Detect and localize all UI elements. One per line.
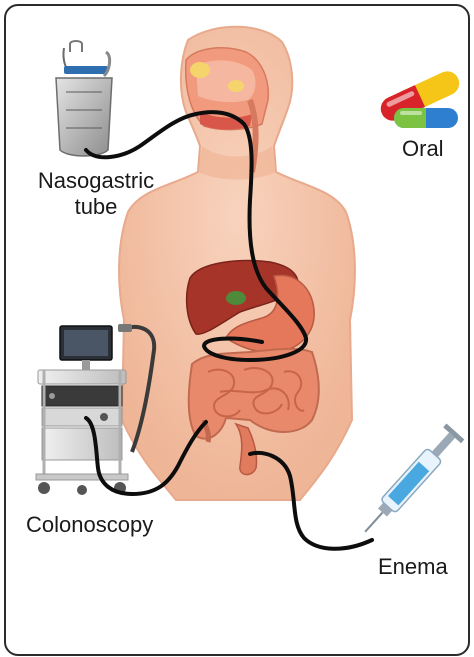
gallbladder <box>226 291 246 305</box>
oral-label: Oral <box>402 136 444 162</box>
nasogastric-bag <box>56 41 112 156</box>
nasogastric-tube-label: Nasogastric tube <box>26 168 166 220</box>
nasogastric-label-line1: Nasogastric <box>26 168 166 194</box>
nasogastric-label-line2: tube <box>26 194 166 220</box>
enema-label: Enema <box>378 554 448 580</box>
syringe-icon <box>356 424 464 540</box>
colonoscopy-label: Colonoscopy <box>26 512 153 538</box>
oral-pills-icon <box>377 67 463 128</box>
